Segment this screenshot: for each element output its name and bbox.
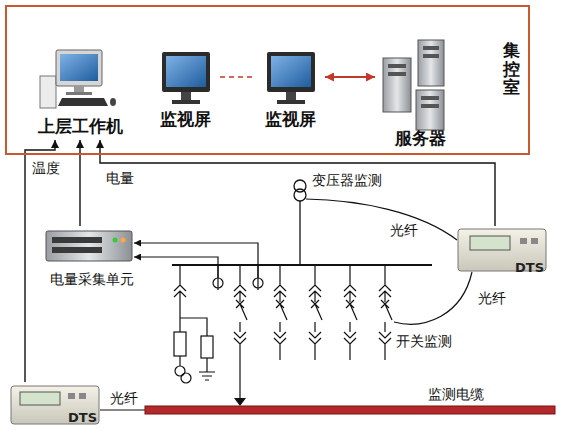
pt-feeder [201, 336, 213, 358]
server-icon [423, 46, 439, 50]
computer-icon [74, 86, 84, 92]
feeder-line [274, 265, 287, 360]
meter-unit: 电量采集单元 [42, 226, 142, 290]
annotation: 变压器监测 [312, 172, 382, 188]
server-icon [421, 104, 439, 108]
node-label: 上层工作机 [38, 117, 123, 137]
monitor-icon [267, 52, 315, 92]
transformer-symbol [299, 201, 300, 265]
monitor-icon [286, 92, 296, 100]
dts-device [20, 392, 60, 405]
server-icon: 服务器 [375, 38, 465, 152]
monitor-icon: 监视屏 [150, 45, 220, 133]
dts-device [470, 236, 510, 250]
monitor-icon [267, 52, 315, 104]
server-icon [423, 54, 439, 58]
dts-device [79, 393, 86, 399]
dts-device: DTS [455, 226, 550, 278]
fiber-line [100, 409, 145, 410]
computer-icon [60, 54, 98, 81]
monitor-icon [277, 100, 305, 104]
workstation-icon: 上层工作机 [33, 45, 128, 140]
computer-icon [40, 76, 56, 108]
node-label: 服务器 [395, 129, 446, 149]
connector [79, 140, 80, 226]
feeder-line [379, 265, 392, 360]
meter-unit-icon [52, 237, 102, 243]
fiber-line [394, 272, 472, 324]
annotation: 监测电缆 [428, 386, 484, 402]
computer-icon [66, 92, 92, 95]
monitor-icon [166, 56, 206, 87]
monitor-icon [162, 52, 210, 92]
server-icon [383, 40, 444, 130]
pt-feeder [174, 265, 215, 383]
node-label: 集控室 [503, 41, 520, 97]
transformer-symbol [294, 189, 306, 201]
dts-device [520, 238, 527, 244]
feeder-line [234, 265, 247, 398]
signal-line [134, 257, 218, 278]
node-label: DTS [68, 411, 97, 426]
monitor-icon [162, 52, 210, 104]
node-label: 监视屏 [160, 110, 211, 130]
signal-label: 电量 [106, 170, 120, 186]
pt-feeder [174, 332, 186, 356]
meter-unit-icon [46, 231, 132, 261]
monitor-icon: 监视屏 [255, 45, 325, 133]
feeder-line [309, 265, 322, 360]
server-icon [388, 64, 406, 68]
pt-feeder [175, 366, 185, 376]
server-icon [418, 40, 444, 86]
server-icon [416, 90, 444, 130]
connector [25, 140, 55, 382]
feeder-line [344, 265, 357, 360]
annotation: 光纤 [478, 290, 506, 306]
monitor-icon [271, 56, 311, 87]
control-room-region: 集控室上层工作机 监视屏 监视屏服务器 [5, 5, 530, 155]
annotation: 光纤 [110, 390, 138, 406]
monitoring-cable [145, 406, 555, 414]
feeder-group [234, 265, 392, 406]
computer-icon [58, 98, 108, 106]
pt-feeder [174, 265, 207, 336]
meter-unit-icon [113, 238, 118, 243]
computer-icon [40, 50, 116, 108]
server-icon [388, 72, 406, 76]
connector [100, 140, 495, 226]
transformer-symbol [294, 180, 306, 265]
connector [325, 76, 375, 78]
signal-label: 温度 [32, 160, 46, 176]
meter-unit-icon [121, 238, 126, 243]
pt-feeder [179, 356, 180, 366]
meter-unit-icon [46, 231, 132, 261]
node-label: DTS [515, 261, 544, 276]
cable-pointer [234, 398, 246, 406]
computer-icon [56, 50, 102, 86]
annotation: 开关监测 [396, 333, 452, 349]
fiber-line [306, 199, 457, 240]
server-icon [421, 96, 439, 100]
busbar [172, 264, 432, 266]
node-label: 电量采集单元 [50, 271, 134, 287]
monitor-icon [172, 100, 200, 104]
annotation: 光纤 [390, 222, 418, 238]
node-label: 监视屏 [265, 110, 316, 130]
monitor-icon [181, 92, 191, 100]
pt-feeder [181, 373, 191, 383]
dts-device [531, 238, 538, 244]
meter-unit-icon [52, 247, 102, 253]
dts-device: DTS [8, 382, 103, 428]
computer-icon [110, 98, 116, 106]
server-icon [383, 58, 411, 112]
pt-feeder [199, 358, 215, 380]
connector [220, 76, 255, 77]
dts-device [68, 393, 75, 399]
